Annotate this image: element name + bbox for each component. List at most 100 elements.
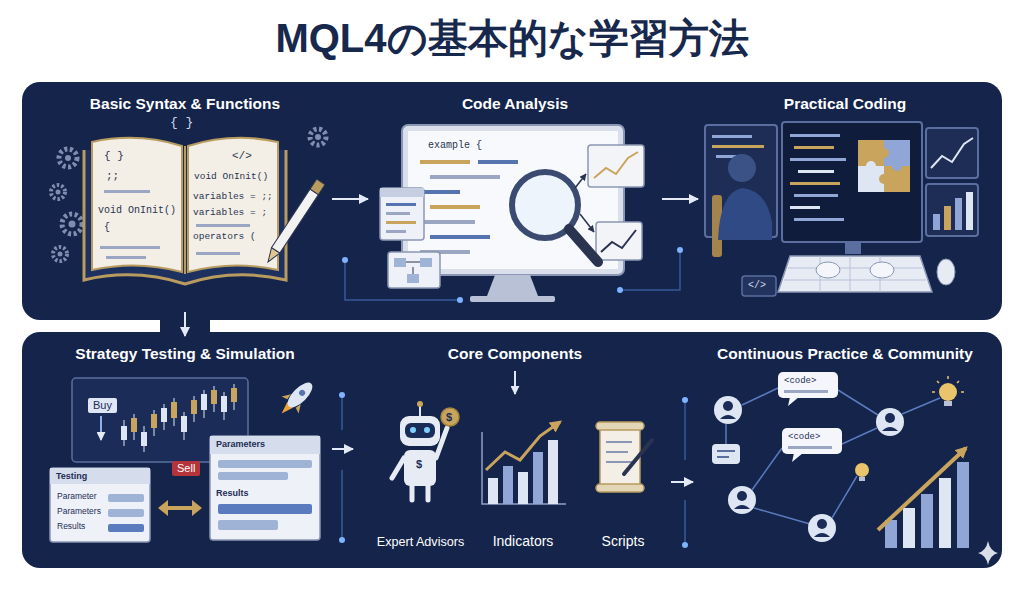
indicator-chart xyxy=(518,472,528,504)
small-window xyxy=(386,212,410,215)
code-line xyxy=(430,205,480,209)
speech-bubble xyxy=(784,390,828,393)
rocket xyxy=(294,403,304,413)
rocket xyxy=(284,379,317,412)
test-window xyxy=(218,504,312,514)
pencil xyxy=(264,248,280,265)
glow-dot xyxy=(677,247,683,253)
down-arrow xyxy=(514,371,516,394)
person-icon xyxy=(714,396,742,424)
open-book xyxy=(100,246,160,249)
robot-icon xyxy=(419,406,421,416)
gear-hub xyxy=(315,134,321,140)
glow-dot xyxy=(339,392,345,398)
rocket xyxy=(273,375,320,422)
price-chart xyxy=(151,414,157,428)
speech-bubble xyxy=(712,444,740,464)
open-book xyxy=(196,252,240,255)
price-chart xyxy=(191,400,197,414)
robot-icon xyxy=(424,427,430,433)
puzzle-piece xyxy=(879,148,889,158)
code-monitor xyxy=(845,242,861,254)
keyboard xyxy=(784,256,926,292)
code-monitor xyxy=(790,206,820,209)
person-icon xyxy=(876,408,904,436)
indicator-chart xyxy=(548,440,558,504)
network-line xyxy=(725,424,727,444)
glow-dot xyxy=(682,397,688,403)
panel xyxy=(160,308,210,344)
code-monitor xyxy=(712,135,752,138)
code-text: operators ( xyxy=(193,232,256,243)
script-scroll xyxy=(624,440,652,474)
code-line xyxy=(420,220,475,224)
script-scroll xyxy=(596,484,644,492)
script-scroll xyxy=(606,442,632,462)
code-monitor xyxy=(794,218,844,221)
person-icon xyxy=(714,396,904,542)
code-text: variables = ; xyxy=(193,208,267,219)
person-icon xyxy=(723,401,733,411)
price-chart xyxy=(131,418,137,432)
person-icon xyxy=(814,533,830,537)
test-window xyxy=(218,472,288,480)
price-chart xyxy=(72,378,248,462)
price-chart xyxy=(201,394,207,410)
code-line xyxy=(420,160,518,254)
pencil xyxy=(264,179,325,265)
person-icon xyxy=(734,505,750,509)
test-window xyxy=(218,460,312,468)
component-box: Indicators xyxy=(473,408,573,556)
magnifier xyxy=(580,214,594,232)
small-window xyxy=(388,252,440,288)
open-book xyxy=(104,190,150,193)
panel xyxy=(22,82,1002,320)
small-window xyxy=(596,222,642,260)
gear-hub xyxy=(58,252,63,257)
open-book xyxy=(84,138,286,284)
price-chart xyxy=(121,426,127,440)
growth-chart xyxy=(903,508,915,548)
section-box: Code Analysis xyxy=(370,88,660,310)
growth-chart xyxy=(957,462,969,548)
chart-window xyxy=(955,198,962,230)
puzzle-piece xyxy=(884,166,910,192)
puzzle-piece xyxy=(858,140,910,192)
person-icon xyxy=(817,519,827,529)
chart-window xyxy=(931,138,973,168)
robot-icon xyxy=(392,401,459,500)
code-text: example { xyxy=(428,140,482,152)
code-line xyxy=(420,160,470,164)
open-book xyxy=(92,138,182,272)
flow-arrow xyxy=(671,481,693,483)
window-title: Testing xyxy=(56,471,87,481)
pencil xyxy=(310,179,325,195)
robot-icon xyxy=(410,427,416,433)
section-heading: Code Analysis xyxy=(462,95,568,114)
section-heading: Practical Coding xyxy=(784,95,906,114)
code-monitor xyxy=(798,170,834,173)
test-window xyxy=(210,436,320,454)
price-chart xyxy=(72,378,248,462)
gear-icon xyxy=(53,247,67,261)
test-window xyxy=(218,520,278,530)
circuit-line xyxy=(345,260,460,300)
price-chart xyxy=(100,416,102,440)
price-chart xyxy=(171,402,177,418)
window-field: Results xyxy=(57,522,85,532)
test-window xyxy=(210,436,320,540)
flow-arrow xyxy=(332,448,353,450)
code-monitor xyxy=(712,145,764,148)
gear-hub xyxy=(56,134,322,257)
component-box: Expert Advisors xyxy=(373,408,468,556)
watermark-star xyxy=(978,541,998,565)
network-line xyxy=(742,388,778,405)
network-line xyxy=(902,398,940,414)
speech-bubble xyxy=(788,397,799,406)
panel xyxy=(22,82,1002,568)
section-box: Continuous Practice & Community xyxy=(695,338,995,560)
price-chart xyxy=(141,432,147,446)
code-symbol: </> xyxy=(748,280,766,292)
double-arrow xyxy=(192,500,202,516)
